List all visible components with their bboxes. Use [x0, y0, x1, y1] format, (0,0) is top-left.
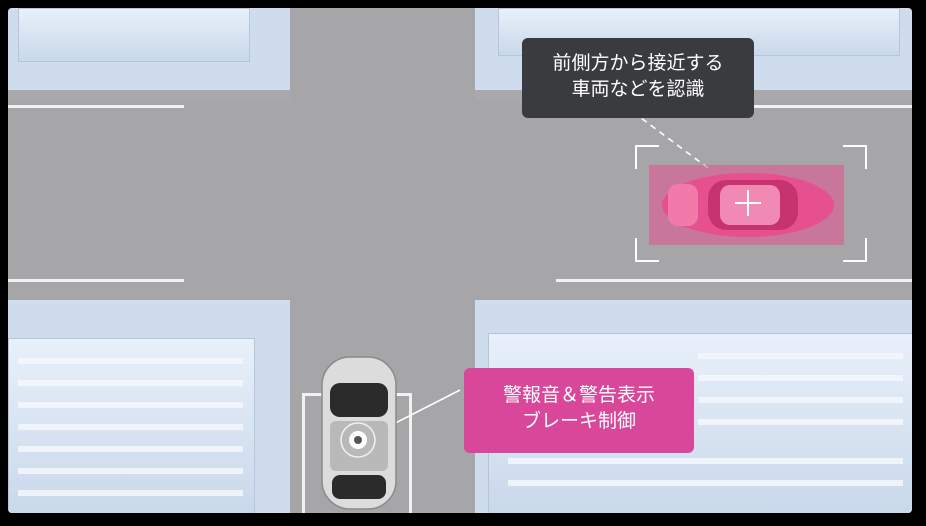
building-floor-stripe	[698, 375, 903, 381]
building-floor-stripe	[18, 446, 243, 452]
detection-frame-corner	[635, 145, 659, 169]
crosshair-icon	[735, 190, 761, 216]
building-floor-stripe	[698, 397, 903, 403]
stop-line-left	[302, 393, 305, 513]
warning-callout: 警報音＆警告表示 ブレーキ制御	[464, 368, 694, 453]
building-floor-stripe	[18, 380, 243, 386]
lane-line	[8, 279, 184, 282]
pointer-lines	[365, 111, 709, 439]
lane-line	[8, 105, 184, 108]
building-floor-stripe	[698, 353, 903, 359]
building-floor-stripe	[698, 419, 903, 425]
building-floor-stripe	[18, 424, 243, 430]
building-floor-stripe	[18, 490, 243, 496]
warning-callout-line2: ブレーキ制御	[521, 410, 636, 432]
detection-frame-corner	[635, 238, 659, 262]
building-floor-stripe	[508, 458, 903, 464]
detection-callout: 前側方から接近する 車両などを認識	[522, 38, 754, 118]
building-floor-stripe	[508, 480, 903, 486]
warning-callout-line1: 警報音＆警告表示	[502, 384, 655, 406]
building-floor-stripe	[18, 468, 243, 474]
detection-frame-corner	[843, 238, 867, 262]
detection-callout-line2: 車両などを認識	[571, 78, 705, 100]
building	[18, 8, 250, 62]
stop-line-right	[409, 393, 412, 513]
detection-frame-corner	[843, 145, 867, 169]
detection-callout-line1: 前側方から接近する	[552, 52, 724, 74]
building-floor-stripe	[18, 402, 243, 408]
camera-lens-icon	[340, 422, 376, 458]
intersection-scene: 前側方から接近する 車両などを認識 警報音＆警告表示 ブレーキ制御	[8, 8, 912, 513]
lane-line	[748, 105, 912, 108]
building-floor-stripe	[18, 358, 243, 364]
lane-line	[556, 279, 912, 282]
